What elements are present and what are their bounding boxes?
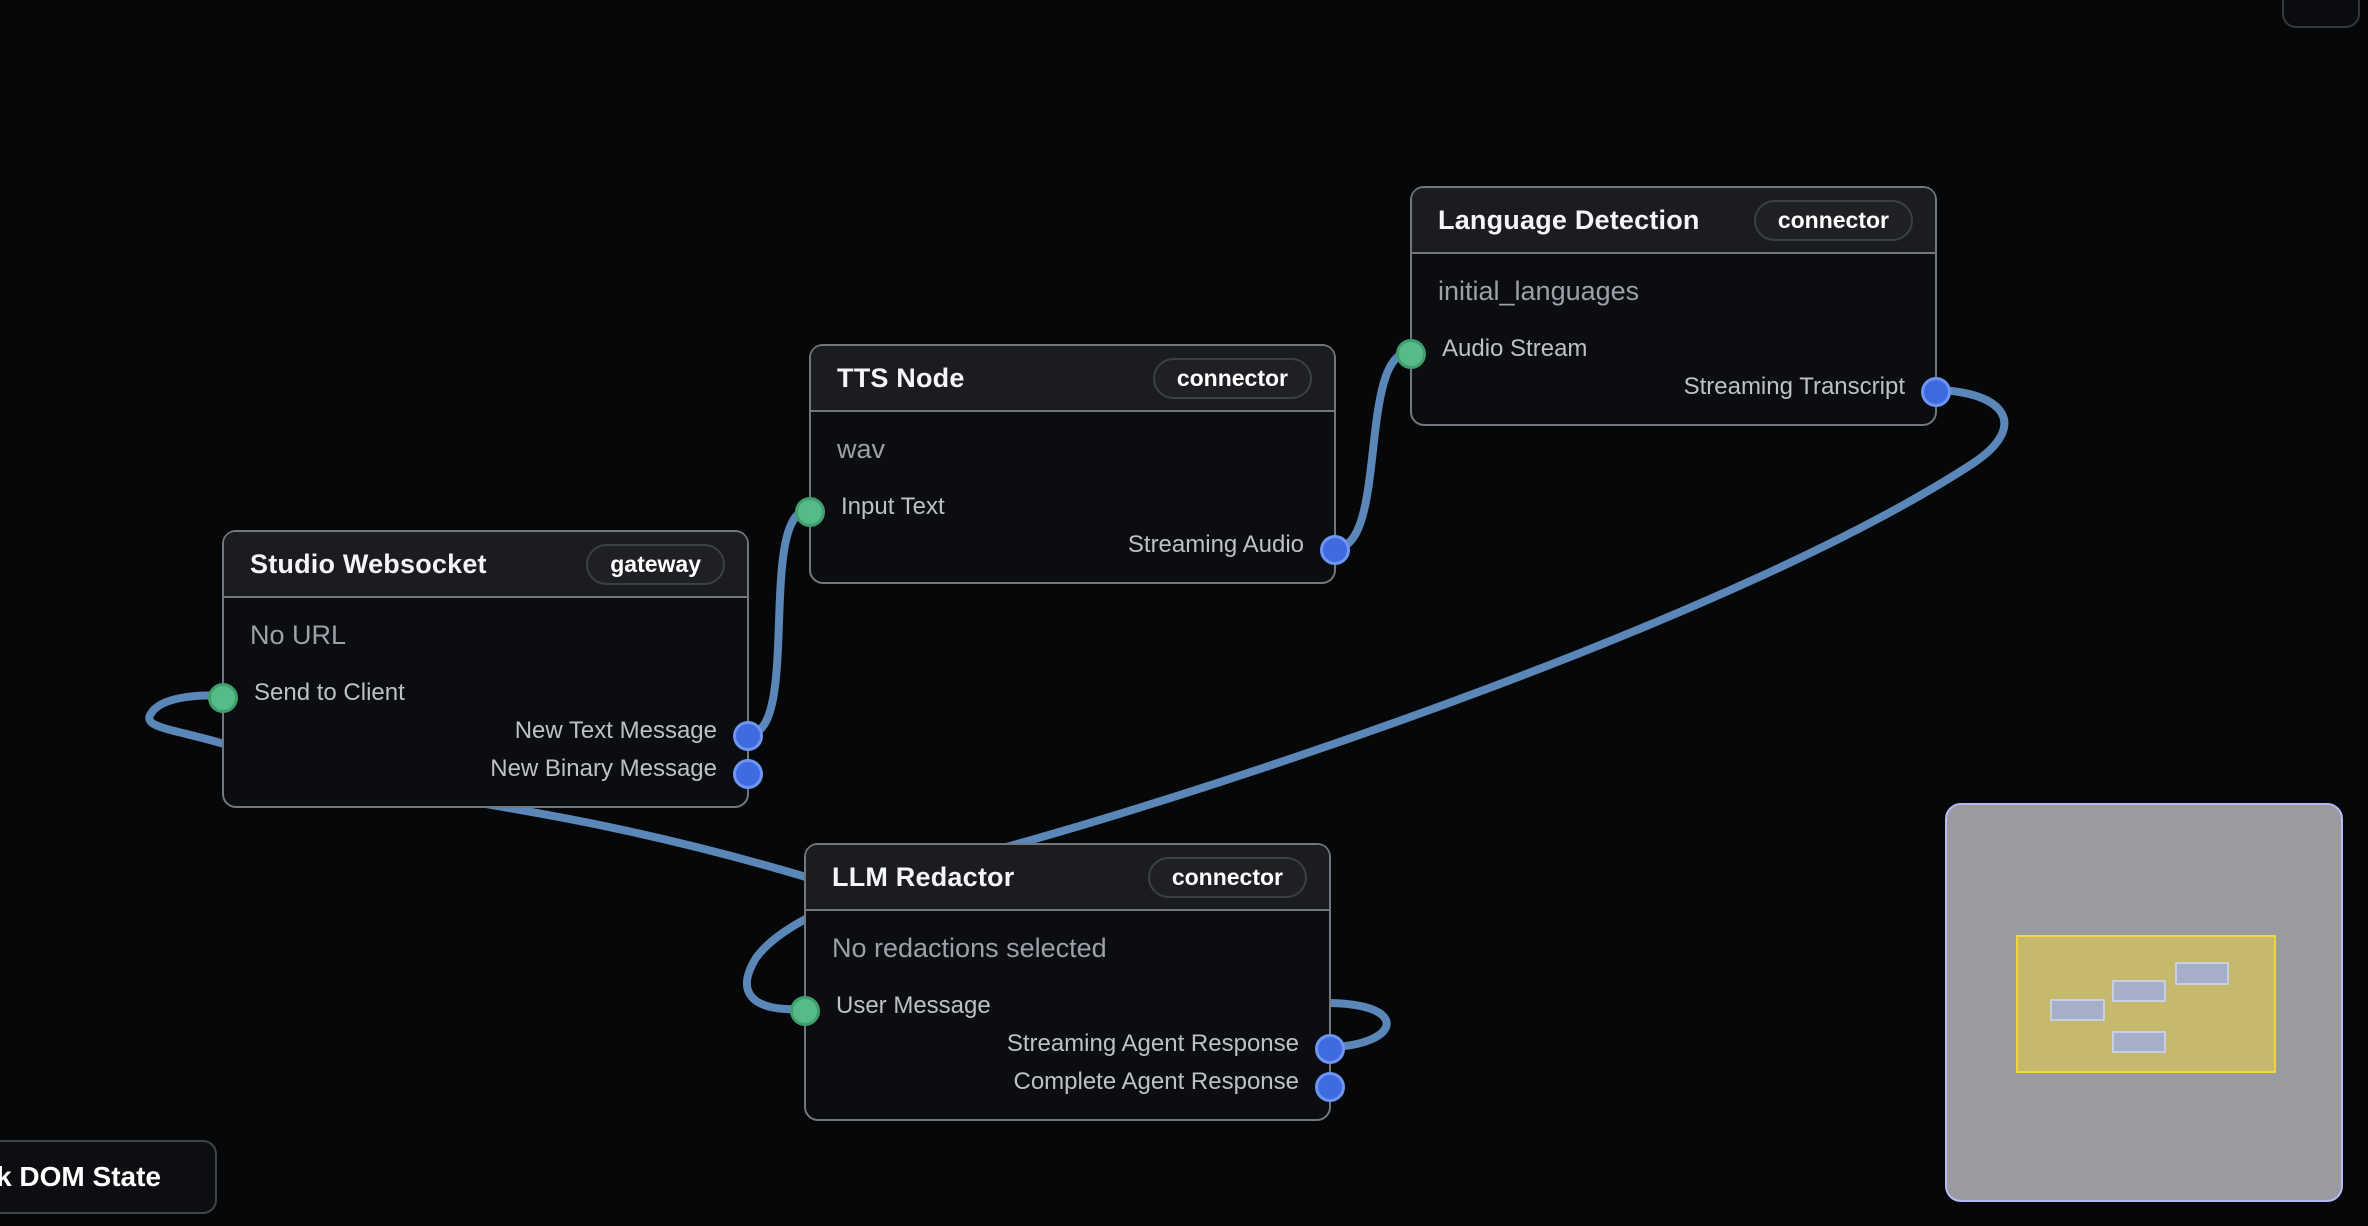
port-row: Streaming Audio — [811, 526, 1334, 564]
node-type-badge: connector — [1152, 357, 1312, 399]
input-handle[interactable] — [208, 683, 238, 713]
output-handle[interactable] — [1315, 1072, 1345, 1102]
node-config-text: wav — [837, 434, 886, 464]
node-config-text: No URL — [250, 620, 347, 650]
minimap-node-language-detection — [2175, 962, 2229, 985]
port-label: Streaming Audio — [1127, 531, 1304, 558]
node-title: TTS Node — [837, 362, 965, 393]
port-label: New Text Message — [514, 717, 717, 744]
node-llm-redactor[interactable]: LLM Redactor connector No redactions sel… — [790, 843, 1345, 1121]
node-body: No URL Send to Client New Text Message N… — [224, 598, 747, 806]
node-config-text: initial_languages — [1438, 276, 1640, 306]
port-row: Complete Agent Response — [806, 1063, 1329, 1101]
node-body: initial_languages Audio Stream Streaming… — [1412, 254, 1935, 424]
node-title: Studio Websocket — [250, 548, 487, 579]
edge-streamingaudio-to-audiostream[interactable] — [1332, 348, 1414, 552]
node-type-badge: connector — [1753, 199, 1913, 241]
minimap-node-tts — [2112, 980, 2166, 1002]
minimap[interactable] — [1945, 803, 2343, 1202]
minimap-node-studio-websocket — [2050, 999, 2105, 1021]
port-row: User Message — [806, 987, 1329, 1025]
dom-state-button-label: ck DOM State — [0, 1161, 161, 1192]
port-row: Streaming Transcript — [1412, 368, 1935, 406]
node-type-badge: connector — [1147, 856, 1307, 898]
node-header: LLM Redactor connector — [806, 845, 1329, 911]
port-label: Streaming Transcript — [1683, 373, 1905, 400]
node-language-detection[interactable]: Language Detection connector initial_lan… — [1396, 186, 1951, 426]
port-label: Send to Client — [254, 679, 405, 706]
port-label: Input Text — [841, 493, 945, 520]
node-tts[interactable]: TTS Node connector wav Input Text Stream… — [795, 344, 1350, 584]
port-row: Audio Stream — [1412, 330, 1935, 368]
port-row: Input Text — [811, 488, 1334, 526]
edge-newtextmessage-to-inputtext[interactable] — [745, 506, 813, 738]
input-handle[interactable] — [795, 497, 825, 527]
port-label: Streaming Agent Response — [1006, 1030, 1299, 1057]
port-row: Streaming Agent Response — [806, 1025, 1329, 1063]
node-title: LLM Redactor — [832, 861, 1015, 892]
port-label: Complete Agent Response — [1013, 1068, 1299, 1095]
node-body: wav Input Text Streaming Audio — [811, 412, 1334, 582]
output-handle[interactable] — [1921, 377, 1951, 407]
port-label: User Message — [836, 992, 991, 1019]
node-header: Language Detection connector — [1412, 188, 1935, 254]
node-header: TTS Node connector — [811, 346, 1334, 412]
node-studio-websocket[interactable]: Studio Websocket gateway No URL Send to … — [208, 530, 763, 808]
output-handle[interactable] — [1315, 1034, 1345, 1064]
node-title: Language Detection — [1438, 204, 1700, 235]
input-handle[interactable] — [1396, 339, 1426, 369]
top-right-button[interactable] — [2282, 0, 2360, 28]
port-label: New Binary Message — [490, 755, 717, 782]
edge-streamingtranscript-to-usermessage[interactable] — [743, 386, 2009, 1014]
port-label: Audio Stream — [1442, 335, 1588, 362]
input-handle[interactable] — [790, 996, 820, 1026]
output-handle[interactable] — [733, 721, 763, 751]
dom-state-button[interactable]: ck DOM State — [0, 1140, 217, 1214]
node-config-text: No redactions selected — [832, 933, 1107, 963]
port-row: New Binary Message — [224, 750, 747, 788]
node-header: Studio Websocket gateway — [224, 532, 747, 598]
port-row: New Text Message — [224, 712, 747, 750]
minimap-node-llm-redactor — [2112, 1031, 2166, 1053]
output-handle[interactable] — [733, 759, 763, 789]
output-handle[interactable] — [1320, 535, 1350, 565]
port-row: Send to Client — [224, 674, 747, 712]
node-type-badge: gateway — [586, 543, 725, 585]
node-body: No redactions selected User Message Stre… — [806, 911, 1329, 1119]
